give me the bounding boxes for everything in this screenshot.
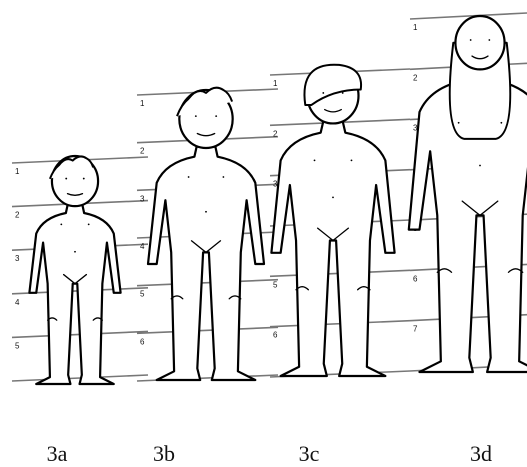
navel (205, 211, 207, 213)
scale-mark-3b-1: 1 (140, 99, 145, 108)
scale-mark-3c-5: 5 (273, 280, 278, 289)
eye-left (65, 178, 67, 180)
figure-label-3a: 3a (47, 441, 68, 467)
guide-line-3b-6 (137, 327, 278, 333)
scale-mark-3d-2: 2 (413, 73, 418, 82)
figure-drawings (29, 16, 527, 384)
scale-mark-3d-6: 6 (413, 274, 418, 283)
nipple-right (351, 160, 353, 162)
scale-mark-3a-4: 4 (15, 298, 20, 307)
scale-mark-3d-1: 1 (413, 23, 418, 32)
scale-mark-3b-4: 4 (140, 242, 145, 251)
scale-mark-3b-6: 6 (140, 337, 145, 346)
eye-right (215, 115, 217, 117)
scale-mark-3d-7: 7 (413, 325, 418, 334)
figure-body (271, 119, 394, 376)
figure-3d (409, 16, 527, 372)
scale-mark-3a-5: 5 (15, 341, 20, 350)
scale-mark-3c-1: 1 (273, 79, 278, 88)
guide-line-3b-5 (137, 280, 278, 286)
scale-mark-3a-3: 3 (15, 254, 20, 263)
nipple-right (500, 122, 502, 124)
eye-left (470, 39, 472, 41)
nipple-right (223, 176, 225, 178)
nipple-left (458, 122, 460, 124)
navel (332, 196, 334, 198)
figure-3c (271, 65, 394, 376)
eye-left (322, 92, 324, 94)
eye-left (195, 115, 197, 117)
figure-label-3d: 3d (470, 441, 492, 467)
figure-3a (29, 156, 120, 384)
scale-mark-3a-1: 1 (15, 167, 20, 176)
figure-label-3b: 3b (153, 441, 175, 467)
scale-mark-3a-2: 2 (15, 211, 20, 220)
navel (479, 165, 481, 167)
scale-mark-3b-5: 5 (140, 290, 145, 299)
nipple-right (88, 224, 90, 226)
scale-mark-3c-2: 2 (273, 129, 278, 138)
eye-right (488, 39, 490, 41)
eye-right (83, 178, 85, 180)
scale-mark-3b-2: 2 (140, 147, 145, 156)
figure-body (148, 144, 264, 380)
figure-head (455, 16, 504, 69)
nipple-left (188, 176, 190, 178)
nipple-left (60, 224, 62, 226)
nipple-left (314, 160, 316, 162)
figure-label-3c: 3c (299, 441, 320, 467)
scale-mark-3c-6: 6 (273, 331, 278, 340)
scale-mark-3b-3: 3 (140, 194, 145, 203)
eye-right (342, 92, 344, 94)
navel (74, 251, 76, 253)
